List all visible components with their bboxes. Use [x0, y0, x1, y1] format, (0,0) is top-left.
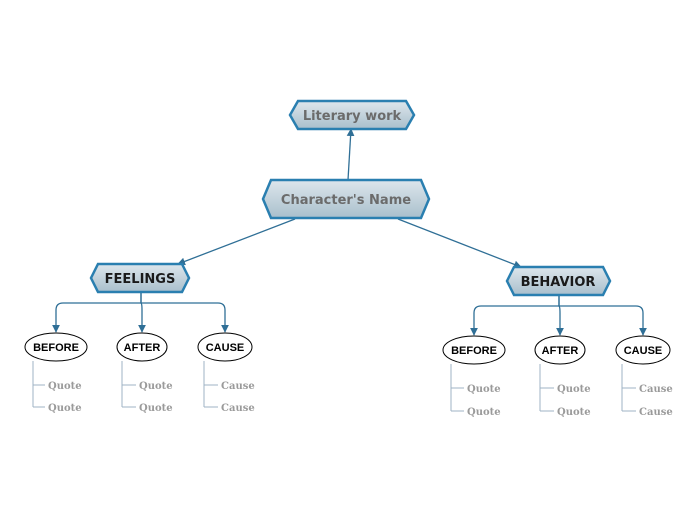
- leaf-behavior-cause-1[interactable]: Cause: [639, 384, 673, 395]
- connector-feelings-cause: [141, 302, 229, 333]
- node-literary-work-label: Literary work: [303, 109, 402, 124]
- leaf-feelings-before-1[interactable]: Quote: [48, 381, 82, 392]
- connector-feelings-after: [138, 292, 146, 333]
- node-character-name-label: Character's Name: [281, 193, 411, 208]
- node-feelings-label: FEELINGS: [105, 272, 176, 287]
- connector-behavior-cause: [559, 305, 647, 336]
- node-behavior-after[interactable]: AFTER: [534, 335, 586, 365]
- node-literary-work[interactable]: Literary work: [288, 99, 416, 131]
- leaf-feelings-after-1[interactable]: Quote: [139, 381, 173, 392]
- node-feelings-cause-label: CAUSE: [206, 342, 245, 354]
- node-behavior-cause[interactable]: CAUSE: [615, 335, 671, 365]
- leaf-feelings-cause-2[interactable]: Cause: [221, 403, 255, 414]
- node-behavior-after-label: AFTER: [542, 345, 579, 357]
- node-behavior-label: BEHAVIOR: [521, 275, 596, 290]
- leaf-behavior-after-2[interactable]: Quote: [557, 407, 591, 418]
- leaf-behavior-before-2[interactable]: Quote: [467, 407, 501, 418]
- leaf-brackets: [32, 361, 636, 412]
- node-behavior-before[interactable]: BEFORE: [442, 335, 506, 365]
- leaf-behavior-after-1[interactable]: Quote: [557, 384, 591, 395]
- leaf-feelings-cause-1[interactable]: Cause: [221, 381, 255, 392]
- node-character-name[interactable]: Character's Name: [261, 178, 431, 220]
- connector-feelings-before: [52, 292, 142, 333]
- node-behavior-before-label: BEFORE: [451, 345, 497, 357]
- node-feelings-before-label: BEFORE: [33, 342, 79, 354]
- node-feelings-cause[interactable]: CAUSE: [197, 332, 253, 362]
- connector-behavior-before: [470, 296, 560, 336]
- leaf-behavior-cause-2[interactable]: Cause: [639, 407, 673, 418]
- connector-root-feelings: [177, 218, 296, 266]
- leaf-feelings-before-2[interactable]: Quote: [48, 403, 82, 414]
- node-feelings[interactable]: FEELINGS: [89, 262, 191, 294]
- connector-root-top: [346, 128, 355, 181]
- node-feelings-before[interactable]: BEFORE: [24, 332, 88, 362]
- leaf-behavior-before-1[interactable]: Quote: [467, 384, 501, 395]
- leaf-feelings-after-2[interactable]: Quote: [139, 403, 173, 414]
- connector-behavior-after: [556, 296, 564, 336]
- node-feelings-after[interactable]: AFTER: [116, 332, 168, 362]
- node-feelings-after-label: AFTER: [124, 342, 161, 354]
- node-behavior-cause-label: CAUSE: [624, 345, 663, 357]
- connectors: [52, 128, 647, 336]
- node-behavior[interactable]: BEHAVIOR: [505, 265, 612, 297]
- connector-root-behavior: [397, 218, 522, 269]
